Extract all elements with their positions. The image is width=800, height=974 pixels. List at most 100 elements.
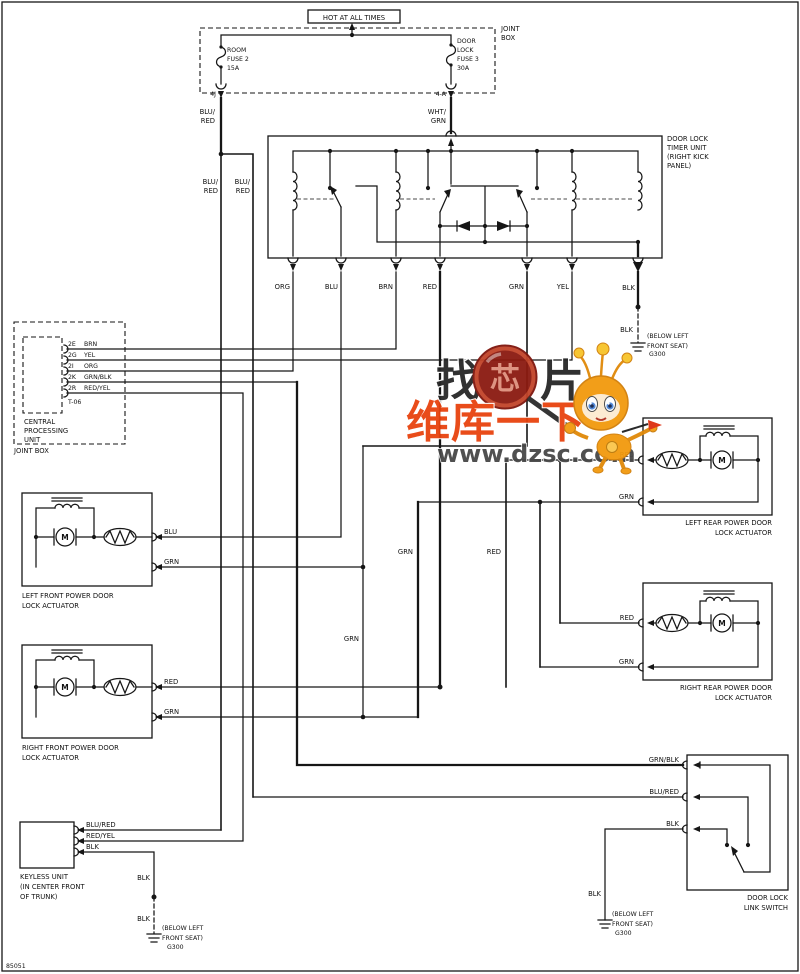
keyless-label1: KEYLESS UNIT — [20, 873, 69, 881]
joint-box-label2: BOX — [501, 34, 515, 42]
ground-g300-label: G300 — [167, 944, 184, 951]
keyless-pin-red-yel: RED/YEL — [86, 832, 115, 840]
rf-pin-grn-label: GRN — [164, 708, 179, 716]
ground-icon — [146, 931, 162, 943]
rf-actuator-box — [21, 644, 153, 739]
wire-dashed-grounds — [153, 306, 639, 933]
relay-coil-icons — [292, 171, 643, 211]
blk-wire-label: BLK — [137, 915, 150, 923]
room-fuse-label2: FUSE 2 — [227, 56, 249, 63]
cpu-pin-2i: 2I — [68, 363, 74, 370]
solenoid-coil-icon — [703, 425, 735, 437]
exit-blu-label: BLU — [325, 283, 338, 291]
room-fuse-label1: ROOM — [227, 47, 246, 54]
resistor-icon — [103, 677, 137, 697]
ground-location-label1: (BELOW LEFT — [612, 911, 654, 918]
motor-icon: M — [710, 613, 734, 633]
wire-grn-label: GRN — [344, 635, 359, 643]
lr-pin-grn-label: GRN — [619, 493, 634, 501]
exit-org-label: ORG — [275, 283, 290, 291]
ground-g300-label: G300 — [615, 930, 632, 937]
magnifier-icon: 芯 — [472, 344, 572, 431]
pin-connector-icons — [637, 618, 654, 672]
lsw-label1: DOOR LOCK — [747, 894, 788, 902]
blk-wire-label: BLK — [137, 874, 150, 882]
blade-arrow-2 — [444, 189, 451, 198]
blade-arrow-4 — [731, 846, 738, 856]
lf-actuator-box — [21, 492, 153, 587]
ground-location-label2: FRONT SEAT) — [612, 921, 653, 928]
lf-actuator-label1: LEFT FRONT POWER DOOR — [22, 592, 114, 600]
wire-blu-red-label: BLU/ — [203, 178, 219, 186]
wire-red-label: RED — [487, 548, 501, 556]
lf-actuator-section: M BLU GRN LEFT FRONT POWER DOOR LOCK ACT… — [21, 492, 179, 610]
ground-g300-label: G300 — [649, 351, 666, 358]
exit-brn-label: BRN — [379, 283, 393, 291]
wiring — [35, 26, 771, 933]
exit-yel-label: YEL — [556, 283, 569, 291]
svg-text:M: M — [61, 533, 68, 542]
solenoid-coil-icon — [51, 649, 83, 661]
keyless-pin-blu-red: BLU/RED — [86, 821, 116, 829]
fuse-room-icon — [215, 45, 227, 69]
ground-icon — [597, 919, 613, 929]
cpu-pin-2e-color: BRN — [84, 341, 98, 348]
lr-actuator-label1: LEFT REAR POWER DOOR — [685, 519, 772, 527]
keyless-pin-blk: BLK — [86, 843, 99, 851]
joint-box-label: JOINT — [500, 25, 520, 33]
pin-connector-icons — [151, 532, 162, 572]
lf-pin-blu-label: BLU — [164, 528, 177, 536]
pin-connector-icons — [151, 682, 162, 722]
cpu-label3: UNIT — [24, 436, 41, 444]
lf-actuator-label2: LOCK ACTUATOR — [22, 602, 79, 610]
motor-icon: M — [53, 677, 77, 697]
cpu-pin-connector-icons — [63, 344, 69, 398]
junction-dots — [33, 32, 761, 900]
watermark-char-xin: 芯 — [490, 362, 520, 397]
rr-pin-red-label: RED — [620, 614, 634, 622]
cpu-joint-box-outline — [13, 321, 126, 445]
keyless-label2: (IN CENTER FRONT — [20, 883, 85, 891]
diode-icons — [456, 220, 511, 232]
wire-wht-grn-label: WHT/ — [428, 108, 447, 116]
rr-actuator-section: M RED GRN RIGHT REAR POWER DOOR LOCK ACT… — [619, 582, 773, 702]
fuse-door-lock-icon — [445, 43, 457, 67]
rf-actuator-label1: RIGHT FRONT POWER DOOR — [22, 744, 119, 752]
wire-thick-set — [219, 96, 685, 767]
timer-entry-connector-icon — [445, 130, 457, 146]
lf-pin-grn-label: GRN — [164, 558, 179, 566]
cpu-pin-2r: 2R — [68, 385, 77, 392]
hot-tag-box — [307, 9, 401, 24]
watermark: 找 片 芯 维库一下 www.dzsc.com — [405, 342, 662, 475]
rf-pin-red-label: RED — [164, 678, 178, 686]
mid-wire-labels: GRN RED GRN — [344, 548, 501, 643]
exit-blk-label: BLK — [622, 284, 635, 292]
cpu-pin-2k: 2K — [68, 374, 77, 381]
timer-label2: TIMER UNIT — [666, 144, 707, 152]
up-arrow-icon — [349, 23, 355, 30]
resistor-icon — [655, 450, 689, 470]
rf-actuator-section: M RED GRN RIGHT FRONT POWER DOOR LOCK AC… — [21, 644, 179, 762]
timer-unit-box — [267, 135, 663, 259]
lsw-pin-blu-red: BLU/RED — [649, 788, 679, 796]
cpu-section: 2E BRN 2G YEL 2I ORG 2K GRN/BLK 2R RED/Y… — [13, 321, 126, 455]
ground-icon — [630, 341, 646, 352]
wire-wht-grn-label: GRN — [431, 117, 446, 125]
door-fuse-label4: 30A — [457, 65, 470, 72]
cpu-pin-2k-color: GRN/BLK — [84, 374, 112, 381]
keyless-unit-box — [19, 821, 75, 869]
pin-connector-icons — [73, 825, 84, 857]
ground-location-label2: FRONT SEAT) — [647, 343, 688, 350]
wire-blu-red-label: RED — [204, 187, 218, 195]
watermark-brand-text: 维库一下 — [406, 397, 586, 448]
exit-grn-label: GRN — [509, 283, 524, 291]
cpu-pin-2i-color: ORG — [84, 363, 98, 370]
lsw-pin-blk: BLK — [666, 820, 679, 828]
hot-at-all-times-label: HOT AT ALL TIMES — [323, 14, 385, 22]
cpu-pin-2r-color: RED/YEL — [84, 385, 111, 392]
mascot-icon — [564, 342, 662, 475]
rr-actuator-label2: LOCK ACTUATOR — [715, 694, 772, 702]
